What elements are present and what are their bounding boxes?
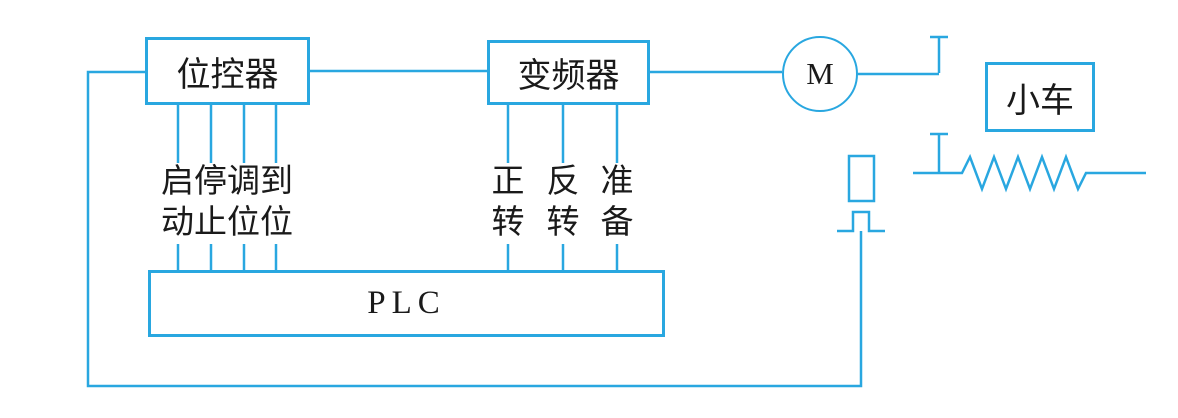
signal-char-top: 准 bbox=[600, 164, 634, 200]
plc-label: PLC bbox=[367, 285, 446, 321]
motor-circle-icon: M bbox=[782, 36, 858, 112]
feedback-line bbox=[86, 70, 863, 388]
controller-plc-lines bbox=[176, 105, 278, 270]
controller-signals-row1: 启停调到 bbox=[161, 164, 293, 200]
sensor-icon bbox=[847, 154, 876, 203]
bearing-support-bottom-icon bbox=[930, 132, 948, 172]
inverter-signal-reverse: 反 转 bbox=[545, 166, 581, 240]
bearing-support-top-icon bbox=[930, 35, 948, 73]
signal-char-top: 反 bbox=[546, 164, 580, 200]
inverter-plc-lines bbox=[506, 105, 619, 270]
signal-char-top: 正 bbox=[491, 164, 525, 200]
motor-label: M bbox=[806, 56, 834, 91]
position-controller-box: 位控器 bbox=[145, 37, 310, 105]
inverter-box: 变频器 bbox=[487, 40, 650, 105]
cart-box: 小车 bbox=[985, 62, 1095, 132]
signal-char-bottom: 转 bbox=[491, 205, 525, 241]
plc-box: PLC bbox=[148, 270, 665, 337]
signal-char-bottom: 转 bbox=[546, 205, 580, 241]
cart-label: 小车 bbox=[1006, 82, 1074, 120]
position-controller-label: 位控器 bbox=[176, 56, 279, 94]
pulse-icon bbox=[837, 210, 885, 233]
inverter-signal-forward: 正 转 bbox=[490, 166, 526, 240]
inverter-signal-ready: 准 备 bbox=[599, 166, 635, 240]
inverter-label: 变频器 bbox=[517, 58, 620, 95]
signal-char-bottom: 备 bbox=[600, 205, 634, 241]
lead-screw-spring-icon bbox=[913, 153, 1146, 193]
controller-signals-row2: 动止位位 bbox=[161, 205, 293, 241]
